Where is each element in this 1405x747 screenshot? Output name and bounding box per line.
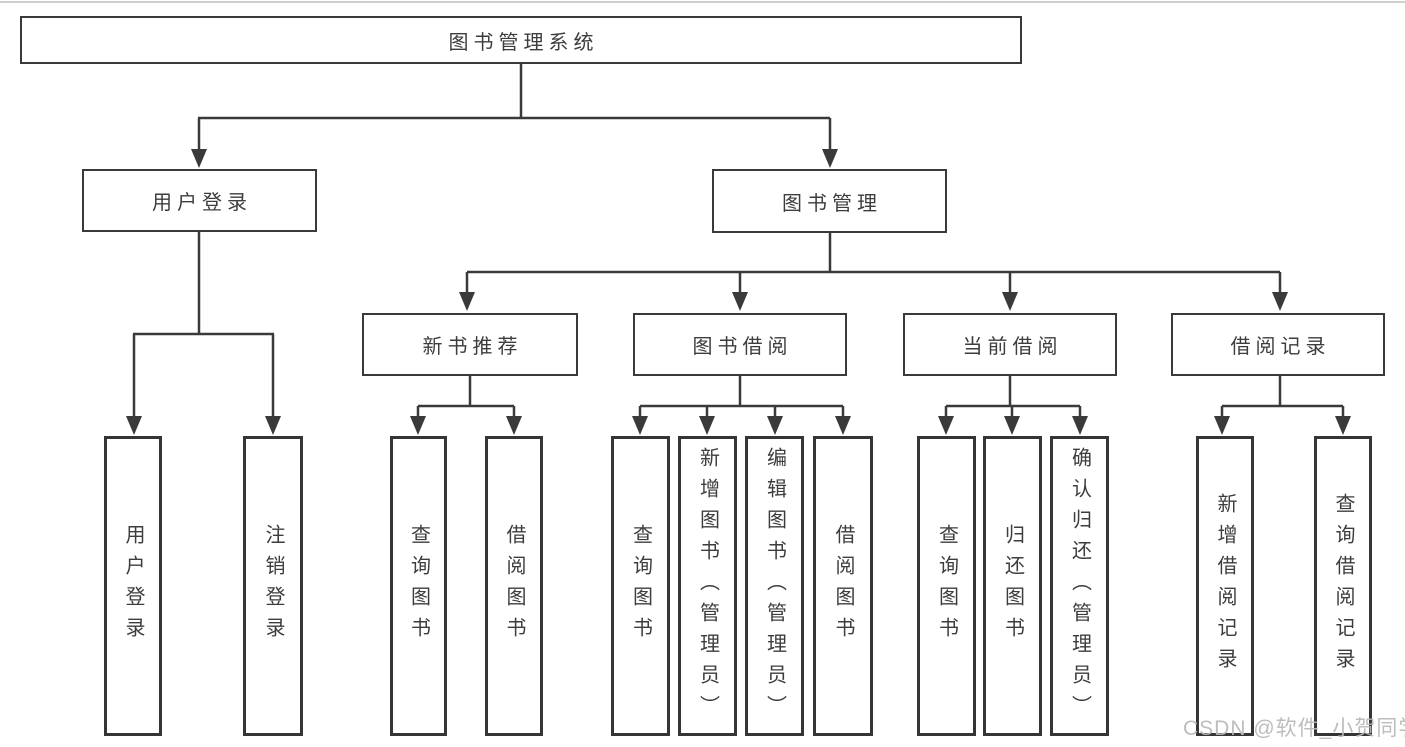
arrow-down-icon	[459, 292, 475, 311]
leaf-query-borrow-record: 查询借阅记录	[1314, 436, 1372, 736]
watermark: CSDN @软件_小贺同学	[1183, 717, 1405, 740]
root-node-library-system: 图书管理系统	[20, 16, 1022, 64]
arrow-down-icon	[1004, 416, 1020, 435]
leaf-borrow-books-2: 借阅图书	[813, 436, 873, 736]
leaf-add-book-admin: 新增图书（管理员）	[678, 436, 737, 736]
arrow-down-icon	[767, 416, 783, 435]
leaf-label: 查询图书	[629, 524, 652, 648]
arrow-down-icon	[1002, 292, 1018, 311]
arrow-down-icon	[835, 416, 851, 435]
leaf-label: 编辑图书（管理员）	[763, 446, 786, 726]
arrow-down-icon	[1272, 292, 1288, 311]
leaf-label: 借阅图书	[832, 524, 854, 648]
leaf-label: 注销登录	[262, 524, 284, 648]
leaf-query-books-1: 查询图书	[390, 436, 447, 736]
node-borrow-records: 借阅记录	[1171, 313, 1385, 376]
leaf-query-books-3: 查询图书	[917, 436, 976, 736]
arrow-down-icon	[1072, 416, 1088, 435]
leaf-logout: 注销登录	[243, 436, 303, 736]
arrow-down-icon	[126, 416, 142, 435]
leaf-label: 新增图书（管理员）	[696, 446, 719, 726]
leaf-return-books: 归还图书	[983, 436, 1042, 736]
leaf-label: 查询图书	[407, 524, 430, 648]
arrow-down-icon	[632, 416, 648, 435]
arrow-down-icon	[938, 416, 954, 435]
leaf-edit-book-admin: 编辑图书（管理员）	[745, 436, 804, 736]
leaf-label: 归还图书	[1001, 524, 1024, 648]
node-book-management: 图书管理	[712, 169, 947, 233]
leaf-borrow-books-1: 借阅图书	[485, 436, 543, 736]
arrowheads-group	[126, 149, 1351, 435]
arrow-down-icon	[822, 149, 838, 168]
arrow-down-icon	[506, 416, 522, 435]
leaf-label: 查询图书	[935, 524, 958, 648]
node-user-login: 用户登录	[82, 169, 317, 232]
leaf-label: 新增借阅记录	[1214, 493, 1236, 679]
arrow-down-icon	[732, 292, 748, 311]
leaf-query-books-2: 查询图书	[611, 436, 670, 736]
leaf-label: 用户登录	[122, 524, 144, 648]
arrow-down-icon	[1214, 416, 1230, 435]
arrow-down-icon	[410, 416, 426, 435]
node-book-borrow: 图书借阅	[633, 313, 847, 376]
leaf-label: 借阅图书	[503, 524, 525, 648]
arrow-down-icon	[265, 416, 281, 435]
node-new-book-recommend: 新书推荐	[362, 313, 578, 376]
leaf-add-borrow-record: 新增借阅记录	[1196, 436, 1254, 736]
leaf-user-login: 用户登录	[104, 436, 162, 736]
top-border-line	[0, 1, 1405, 3]
leaf-confirm-return-admin: 确认归还（管理员）	[1050, 436, 1109, 736]
node-current-borrow: 当前借阅	[903, 313, 1117, 376]
arrow-down-icon	[191, 149, 207, 168]
arrow-down-icon	[1335, 416, 1351, 435]
arrow-down-icon	[699, 416, 715, 435]
leaf-label: 确认归还（管理员）	[1068, 446, 1091, 726]
leaf-label: 查询借阅记录	[1332, 493, 1354, 679]
